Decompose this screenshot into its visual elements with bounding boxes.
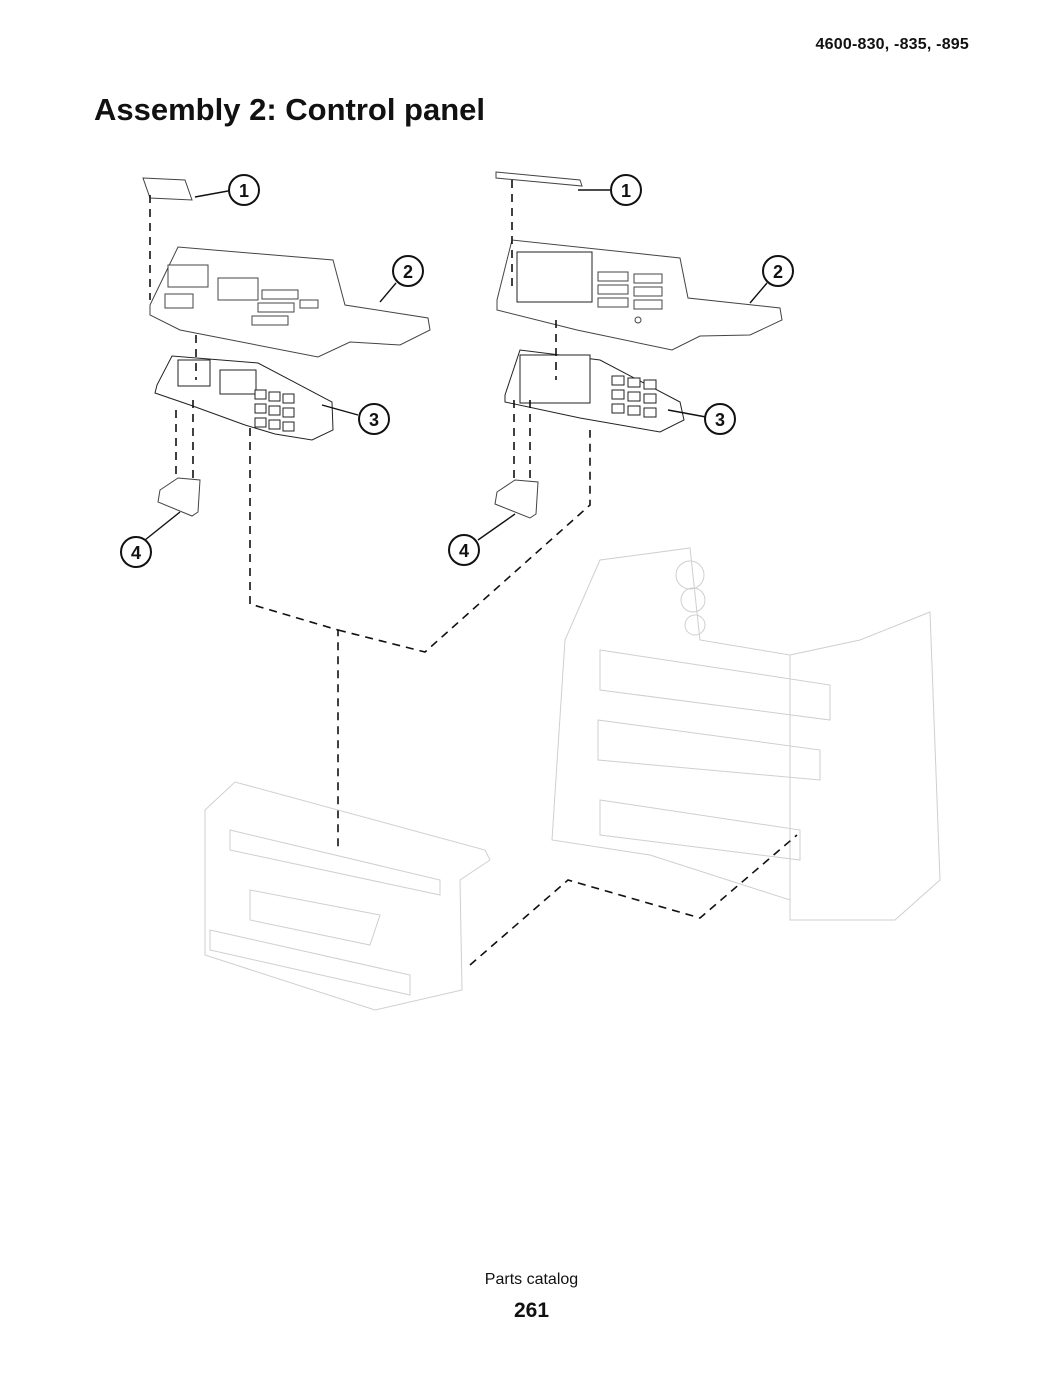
callout-3-right: 3 [704, 403, 736, 435]
callout-4-right: 4 [448, 534, 480, 566]
callout-2-right: 2 [762, 255, 794, 287]
callout-1-right: 1 [610, 174, 642, 206]
right-ribbon-cable [494, 479, 539, 519]
svg-text:4: 4 [131, 543, 141, 563]
svg-text:2: 2 [773, 262, 783, 282]
svg-text:4: 4 [459, 541, 469, 561]
right-front-cover [496, 239, 783, 351]
left-ribbon-cable [157, 477, 201, 517]
page-title: Assembly 2: Control panel [94, 92, 486, 127]
left-control-board [154, 355, 334, 441]
svg-text:2: 2 [403, 262, 413, 282]
footer-label: Parts catalog [484, 1271, 579, 1288]
svg-text:1: 1 [239, 181, 249, 201]
page-number: 261 [513, 1299, 550, 1322]
printer-chassis [551, 547, 941, 921]
callout-2-left: 2 [392, 255, 424, 287]
header-model-numbers: 4600-830, -835, -895 [815, 36, 969, 53]
svg-text:3: 3 [715, 410, 725, 430]
svg-text:3: 3 [369, 410, 379, 430]
right-bezel-strip [495, 171, 583, 187]
callout-3-left: 3 [358, 403, 390, 435]
callout-1-left: 1 [228, 174, 260, 206]
right-control-board [504, 349, 685, 433]
control-panel-exploded-diagram: 1 2 3 4 1 2 3 4 [120, 171, 941, 1011]
callout-4-left: 4 [120, 536, 152, 568]
front-door-assembly [204, 781, 491, 1011]
svg-text:1: 1 [621, 181, 631, 201]
left-bezel-cap [142, 177, 193, 201]
left-front-cover [149, 246, 431, 358]
